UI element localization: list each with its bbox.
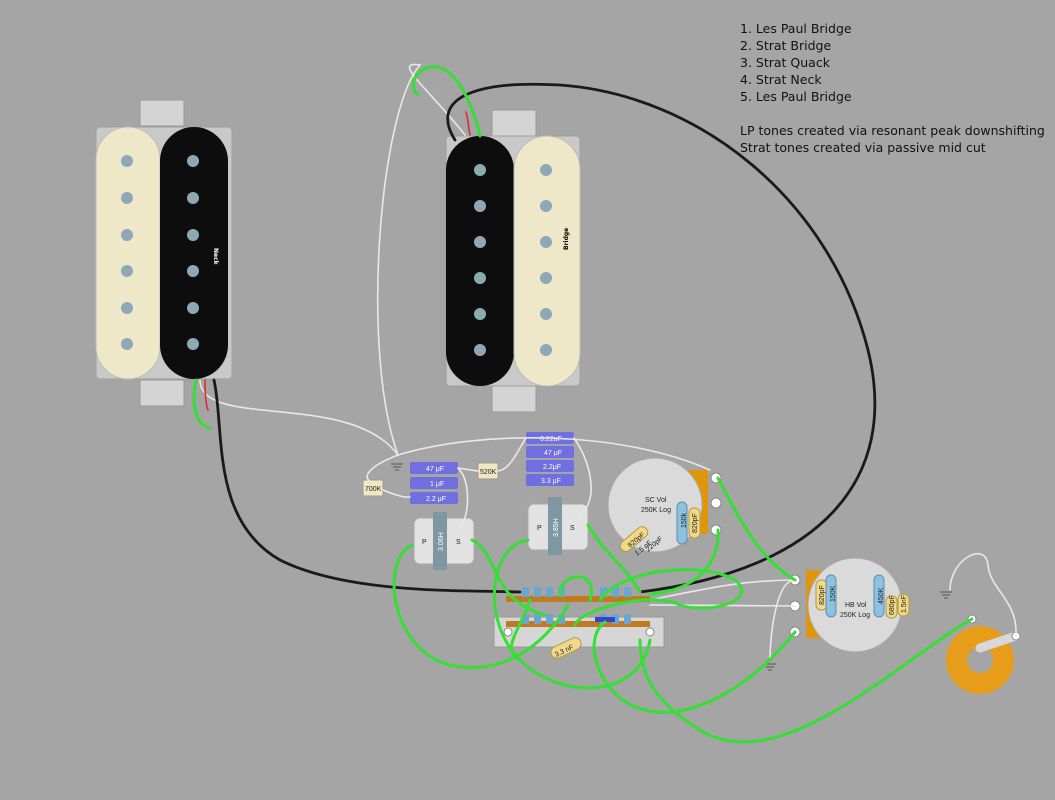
sc-vol-pot: SC Vol 250K Log 150k 820pF 820pF 1.5 nF … [607, 457, 722, 558]
sc-pot-resistor: 150k [681, 512, 688, 528]
hb-pot-resistor-2: 450K [878, 587, 885, 604]
five-way-switch [493, 587, 665, 648]
trimpot-left: 700K [362, 479, 384, 497]
cap-right-4: 3.3 μF [541, 478, 561, 485]
inductor-right-s: S [570, 525, 575, 532]
hb-pot-label: HB Vol [845, 602, 867, 609]
legend-positions: 1. Les Paul Bridge 2. Strat Bridge 3. St… [740, 20, 1045, 105]
legend-note-strat: Strat tones created via passive mid cut [740, 140, 986, 155]
trimpot-right-label: 520K [480, 469, 497, 476]
ground-symbol-top [391, 463, 403, 471]
inductor-right: P S 3.85H [527, 497, 589, 555]
hb-pot-cap-3: 1.5nF [901, 595, 908, 613]
inductor-left-p: P [422, 539, 427, 546]
cap-left-3: 2.2 μF [426, 496, 446, 503]
legend-position-5: 5. Les Paul Bridge [740, 89, 852, 104]
neck-humbucker: Neck [95, 99, 233, 407]
wires [192, 63, 1017, 744]
inductor-right-value: 3.85H [553, 518, 560, 537]
bridge-label: Bridge [563, 228, 570, 250]
legend-position-1: 1. Les Paul Bridge [740, 21, 852, 36]
output-jack [946, 614, 1021, 694]
cap-bank-left: 47 μF 1 μF 2.2 μF [410, 462, 458, 504]
inductor-right-p: P [537, 525, 542, 532]
bridge-humbucker: Bridge [445, 109, 581, 413]
hb-pot-cap-1: 820pF [819, 585, 826, 605]
neck-label: Neck [212, 248, 219, 266]
legend-note-lp: LP tones created via resonant peak downs… [740, 123, 1045, 138]
legend-notes: LP tones created via resonant peak downs… [740, 122, 1045, 156]
hb-vol-pot: HB Vol 250K Log 820pF 150K 450K 680pF 1.… [789, 557, 910, 653]
inductor-left-s: S [456, 539, 461, 546]
trimpot-right: 520K [477, 462, 499, 480]
sc-pot-value: 250K Log [641, 507, 671, 514]
hb-pot-resistor-1: 150K [830, 585, 837, 602]
hb-pot-value: 250K Log [840, 612, 870, 619]
cap-right-3: 2.2μF [543, 464, 561, 471]
cap-left-2: 1 μF [430, 481, 444, 488]
neck-pole-pieces [121, 155, 199, 350]
cap-right-1: 0.22uF [540, 436, 562, 443]
cap-bank-right: 0.22uF 47 μF 2.2μF 3.3 μF [526, 432, 574, 486]
inductor-left-value: 3.06H [438, 532, 445, 551]
sc-pot-label: SC Vol [645, 497, 667, 504]
cap-right-2: 47 μF [544, 450, 562, 457]
legend-position-2: 2. Strat Bridge [740, 38, 832, 53]
legend-position-3: 3. Strat Quack [740, 55, 830, 70]
legend: 1. Les Paul Bridge 2. Strat Bridge 3. St… [740, 20, 1045, 156]
sc-pot-cap-side: 820pF [692, 513, 699, 533]
legend-position-4: 4. Strat Neck [740, 72, 822, 87]
hb-pot-cap-2: 680pF [889, 595, 896, 615]
cap-left-1: 47 μF [426, 466, 444, 473]
trimpot-left-label: 700K [365, 486, 382, 493]
inductor-left: P S 3.06H [413, 512, 475, 570]
ground-symbol-jack [940, 591, 952, 599]
bridge-pole-pieces [474, 164, 552, 356]
